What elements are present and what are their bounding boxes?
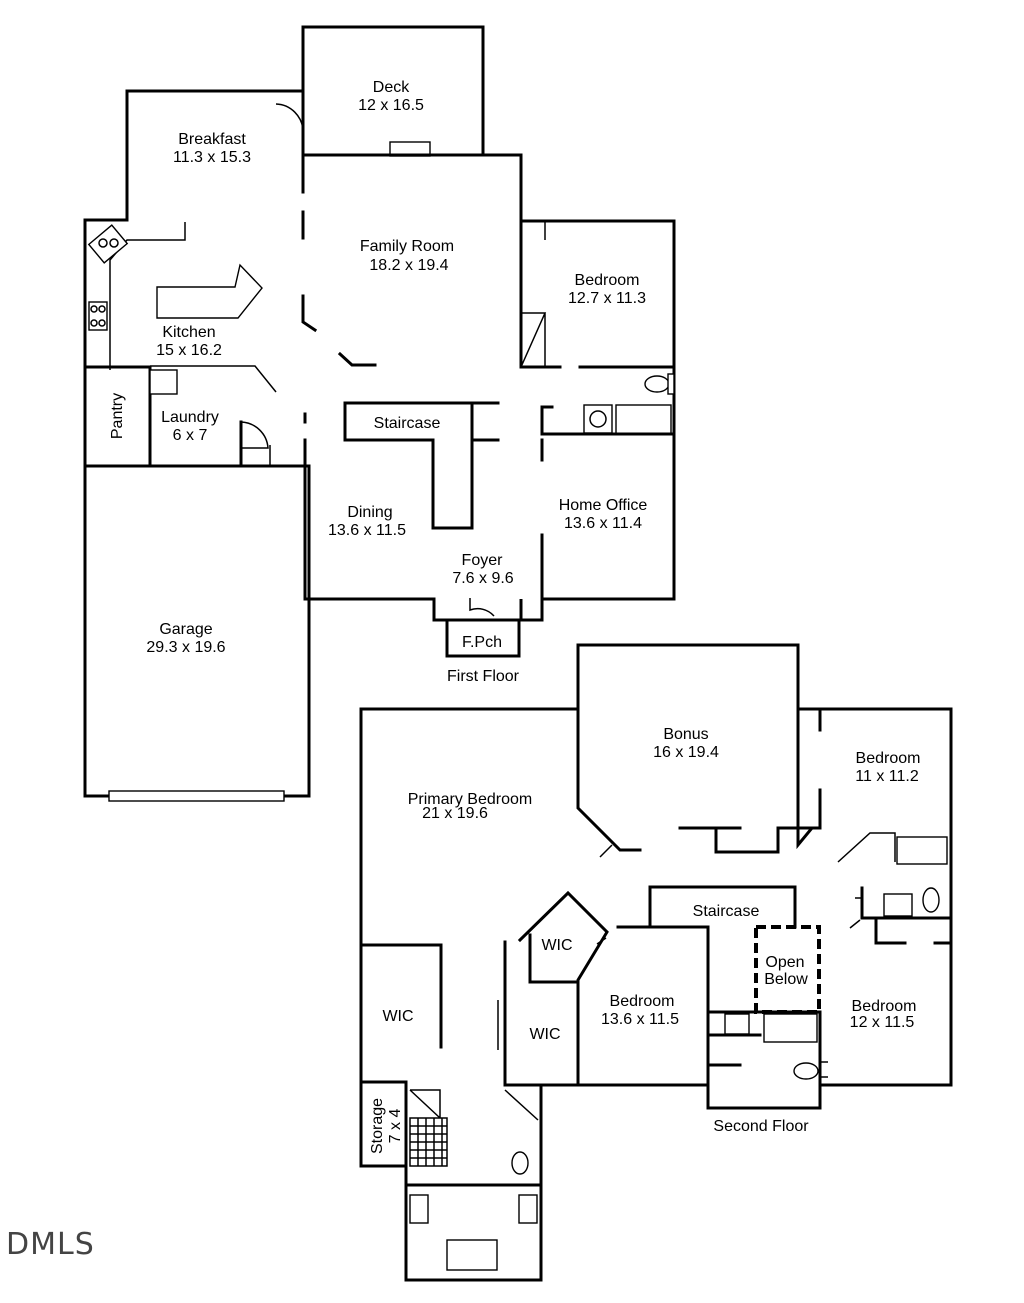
bedroom-closet	[520, 221, 547, 368]
breakfast-name: Breakfast	[178, 131, 246, 148]
kitchen-island	[156, 263, 263, 319]
kitchen-sink	[87, 224, 129, 264]
bedroom-2-name: Bedroom	[610, 993, 675, 1010]
open-below-area	[754, 925, 821, 1014]
bonus-east	[796, 707, 822, 830]
bedroom-2-size: 13.6 x 11.5	[601, 1011, 679, 1028]
storage-size: 7 x 4	[387, 1109, 404, 1144]
bedroom-1-name: Bedroom	[856, 750, 921, 767]
kitchen-counter-upper	[109, 222, 186, 370]
home-office-walls	[540, 405, 676, 601]
second-floor-outer-wall	[359, 643, 953, 1282]
wic-3-name: WIC	[529, 1026, 560, 1043]
wic-1-name: WIC	[541, 937, 572, 954]
laundry-walls	[148, 398, 243, 468]
foyer-name: Foyer	[462, 552, 504, 569]
home-office-size: 13.6 x 11.4	[564, 515, 642, 532]
primary-toilet	[511, 1151, 529, 1175]
dining-size: 13.6 x 11.5	[328, 522, 406, 539]
kitchen-name: Kitchen	[162, 324, 215, 341]
hall-bath-sink	[724, 1013, 750, 1035]
wic-details	[440, 1000, 539, 1121]
deck-name: Deck	[373, 79, 410, 96]
pantry-name: Pantry	[109, 393, 126, 439]
kitchen-size: 15 x 16.2	[156, 342, 222, 359]
bonus-size: 16 x 19.4	[653, 744, 719, 761]
family-room-name: Family Room	[360, 238, 454, 255]
breakfast-size: 11.3 x 15.3	[173, 149, 251, 166]
primary-bedroom-size: 21 x 19.6	[422, 805, 488, 822]
home-office-name: Home Office	[559, 497, 648, 514]
garage-walls	[83, 464, 311, 798]
garage-name: Garage	[159, 621, 212, 638]
laundry-size: 6 x 7	[173, 427, 208, 444]
kitchen-counter-lower	[150, 365, 277, 393]
front-door-swing	[469, 598, 495, 617]
laundry-name: Laundry	[161, 409, 219, 426]
first-bath-tub	[615, 404, 672, 435]
dmls-logo: DMLS	[6, 1227, 95, 1262]
first-floor	[83, 25, 676, 802]
storage-walls	[359, 1080, 408, 1168]
bedroom-3-name: Bedroom	[852, 998, 917, 1015]
primary-bedroom-name: Primary Bedroom	[408, 791, 532, 808]
bedroom-1-size: 11 x 11.2	[855, 768, 919, 785]
primary-sink-left	[409, 1194, 429, 1224]
bonus-walls	[576, 707, 816, 854]
first-floor-caption: First Floor	[447, 668, 520, 685]
open-below-line1: Open	[765, 954, 804, 971]
first-bath-sink	[583, 404, 613, 434]
second-staircase	[616, 885, 797, 1087]
second-bath-tub	[896, 836, 948, 865]
primary-sink-right	[518, 1194, 538, 1224]
kitchen-west-wall	[83, 218, 129, 468]
front-porch-name: F.Pch	[462, 634, 502, 651]
open-below-line2: Below	[764, 971, 808, 988]
laundry-door-swing	[240, 421, 269, 449]
hall-bath-tub	[763, 1013, 818, 1043]
front-porch-walls	[445, 618, 521, 658]
foyer-size: 7.6 x 9.6	[452, 570, 513, 587]
staircase-name: Staircase	[374, 415, 441, 432]
bedroom-name: Bedroom	[575, 272, 640, 289]
deck-size: 12 x 16.5	[358, 97, 424, 114]
second-floor	[359, 643, 953, 1282]
second-staircase-name: Staircase	[693, 903, 760, 920]
first-bath-toilet	[644, 375, 670, 393]
family-room-west	[301, 294, 318, 333]
garage-door	[108, 790, 285, 802]
laundry-counter	[149, 369, 178, 395]
second-floor-caption: Second Floor	[713, 1118, 809, 1135]
wic-2-name: WIC	[382, 1008, 413, 1025]
staircase-rail	[470, 401, 500, 442]
storage-name: Storage	[369, 1098, 386, 1154]
cooktop	[88, 301, 108, 331]
wic-diamond	[517, 890, 609, 1087]
garage-size: 29.3 x 19.6	[146, 639, 225, 656]
dining-name: Dining	[347, 504, 392, 521]
deck-door-swing	[275, 103, 304, 132]
bonus-door-ticks	[599, 832, 896, 863]
bedroom-3-size: 12 x 11.5	[850, 1014, 915, 1031]
bonus-name: Bonus	[663, 726, 708, 743]
family-room-size: 18.2 x 19.4	[369, 257, 448, 274]
family-bedroom-wall	[519, 219, 562, 369]
hall-bath-toilet	[793, 1062, 819, 1080]
bedroom-size: 12.7 x 11.3	[568, 290, 646, 307]
second-bath-sink	[883, 893, 913, 917]
family-room-sw	[337, 351, 377, 367]
storage-hatch	[410, 1118, 447, 1166]
second-bath-toilet	[922, 887, 940, 913]
hall-bath-walls	[706, 1010, 822, 1087]
primary-tub	[446, 1239, 498, 1271]
